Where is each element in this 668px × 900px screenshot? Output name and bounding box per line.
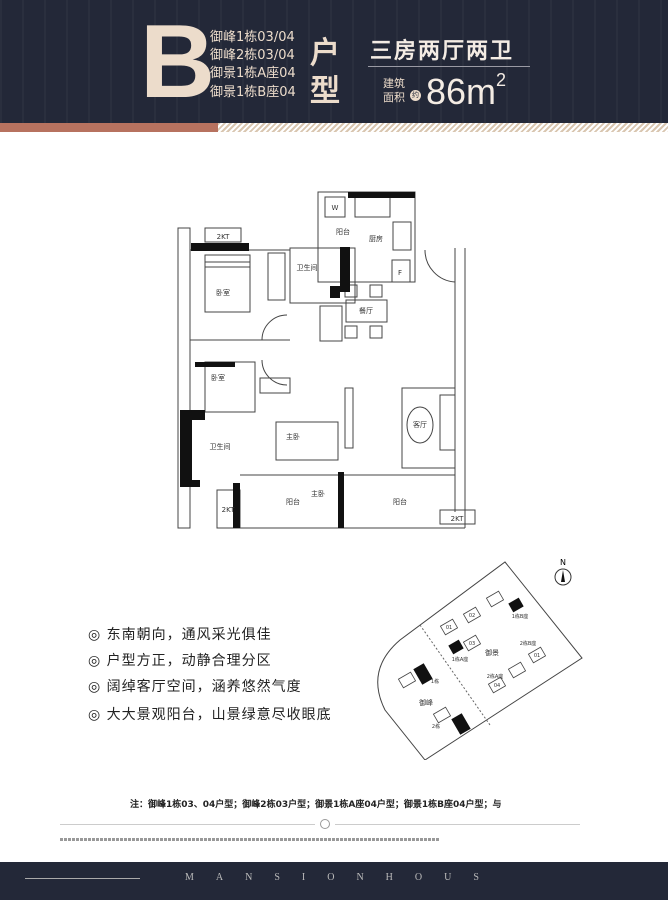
accent-bar <box>0 123 218 132</box>
unit-label: 01 <box>534 653 540 659</box>
building-line: 御景1栋A座04 <box>210 66 296 81</box>
footer-line <box>25 878 140 879</box>
room-label: 阳台 <box>286 497 300 506</box>
layout-title: 三房两厅两卫 <box>370 39 515 64</box>
room-label: 客厅 <box>413 420 427 429</box>
room-label: 阳台 <box>336 227 350 236</box>
sink <box>354 196 391 218</box>
unit-label: 04 <box>494 683 500 689</box>
room-label: 卫生间 <box>297 263 318 272</box>
room-label: 主卧 <box>286 432 300 441</box>
header-banner: B 御峰1栋03/04 御峰2栋03/04 御景1栋A座04 御景1栋B座04 … <box>0 0 668 123</box>
unit-label: 01 <box>446 625 452 631</box>
footer-brand: MANSIONHOUS <box>185 872 501 883</box>
huxing-char: 型 <box>310 74 340 109</box>
room-label: 卧室 <box>211 373 225 382</box>
building-label: 1栋B座 <box>512 613 529 620</box>
washer-box <box>324 196 346 218</box>
bed-1 <box>204 261 251 313</box>
building-label: 2栋B座 <box>520 640 537 647</box>
coffee-table <box>406 406 434 444</box>
feature-item: ◎ 户型方正，动静合理分区 <box>88 653 272 669</box>
divider <box>60 824 315 825</box>
feature-item: ◎ 阔绰客厅空间，涵养悠然气度 <box>88 679 302 695</box>
bath1-outline <box>289 247 356 304</box>
building-label: 1栋A座 <box>452 656 469 663</box>
ornament-icon <box>320 819 330 829</box>
divider <box>368 66 530 67</box>
zone-label: 御景 <box>485 648 499 657</box>
type-letter: B <box>140 4 216 120</box>
ac-label: 2KT <box>217 233 231 241</box>
building-line: 御景1栋B座04 <box>210 85 296 100</box>
building-label: 2栋 <box>432 723 440 730</box>
fridge-label: F <box>398 269 402 277</box>
stripe-bar <box>218 123 668 132</box>
room-label: 厨房 <box>369 234 383 243</box>
divider <box>335 824 580 825</box>
stove <box>392 221 412 251</box>
fridge-box <box>391 259 411 283</box>
bed-2 <box>204 361 256 413</box>
dining-table <box>345 299 388 323</box>
room-label: 餐厅 <box>359 306 373 315</box>
approx-badge: 约 <box>410 90 421 101</box>
unit-label: 02 <box>469 613 475 619</box>
north-compass-icon: N <box>554 558 572 586</box>
outer-wall-left <box>177 227 191 529</box>
zone-label: 御峰 <box>419 698 433 707</box>
room-label: 卫生间 <box>210 442 231 451</box>
ac-label: 2KT <box>451 515 465 523</box>
ac-box-top <box>204 227 242 243</box>
svg-text:N: N <box>560 558 566 567</box>
wardrobe-1 <box>267 252 286 301</box>
huxing-char: 户 <box>310 36 340 71</box>
room-label: 卧室 <box>216 288 230 297</box>
ac-label: 2KT <box>222 506 236 514</box>
building-label: 2栋A座 <box>487 673 504 680</box>
washer-label: W <box>332 204 339 212</box>
feature-item: ◎ 东南朝向，通风采光俱佳 <box>88 627 272 643</box>
area-value: 86m2 <box>426 70 507 112</box>
disclaimer-fineprint <box>60 838 440 841</box>
floor-plan: 卧室 卫生间 厨房 阳台 餐厅 卧室 卫生间 主卧 客厅 主卧 阳台 阳台 2K… <box>177 191 476 529</box>
ac-box-bottom <box>439 509 476 525</box>
living-rug <box>401 387 456 469</box>
room-label: 阳台 <box>393 497 407 506</box>
unit-label: 03 <box>469 641 475 647</box>
bedroom1-shelf <box>204 254 251 268</box>
site-plan: 御景 御峰 1栋A座 1栋B座 2栋A座 2栋B座 1栋 2栋 01 02 03… <box>377 558 583 760</box>
bed-master <box>275 421 339 461</box>
footer-banner: MANSIONHOUS <box>0 862 668 900</box>
building-line: 御峰1栋03/04 <box>210 30 295 45</box>
vanity <box>319 305 343 342</box>
note-text: 注：御峰1栋03、04户型；御峰2栋03户型；御景1栋A座04户型；御景1栋B座… <box>130 800 502 810</box>
feature-item: ◎ 大大景观阳台，山景绿意尽收眼底 <box>88 707 332 723</box>
sofa <box>439 394 456 451</box>
building-line: 御峰2栋03/04 <box>210 48 295 63</box>
wardrobe-2 <box>259 377 291 394</box>
room-label: 主卧 <box>311 489 325 498</box>
building-label: 1栋 <box>431 678 439 685</box>
area-label: 建筑面积 <box>383 77 405 104</box>
